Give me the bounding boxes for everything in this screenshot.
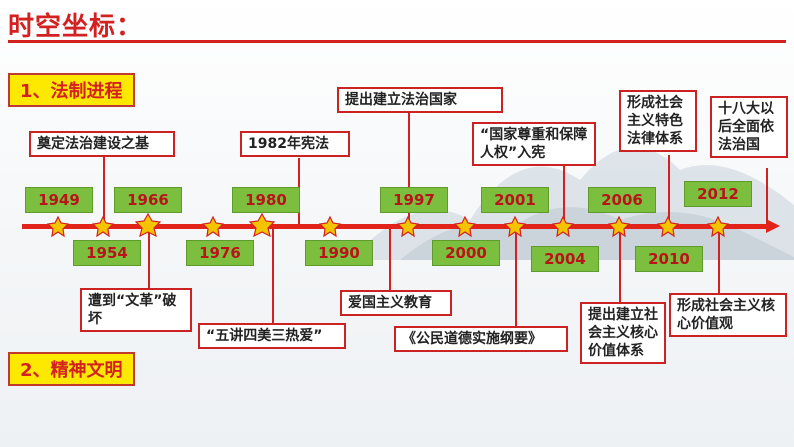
- star-icon: [551, 215, 575, 238]
- timeline-axis: [22, 224, 770, 229]
- star-icon: [706, 215, 730, 238]
- connector-2004: [563, 163, 565, 225]
- connector-2006: [619, 228, 621, 308]
- star-icon: [46, 215, 70, 238]
- event-1980-five-four-three: “五讲四美三热爱”: [198, 323, 346, 349]
- connector-1997: [408, 110, 410, 225]
- event-2004-human-rights: “国家尊重和保障人权”入宪: [472, 122, 596, 166]
- event-1994-patriotic-education: 爱国主义教育: [340, 290, 452, 316]
- event-1997-rule-of-law: 提出建立法治国家: [337, 87, 503, 113]
- star-icon: [396, 215, 420, 238]
- title-underline: [8, 40, 786, 43]
- star-icon: [453, 215, 477, 238]
- event-2012-comprehensive-rule: 十八大以后全面依法治国: [710, 96, 788, 158]
- year-1997: 1997: [380, 187, 448, 213]
- connector-1994: [389, 228, 391, 293]
- year-2000: 2000: [432, 240, 500, 266]
- year-1990: 1990: [305, 240, 373, 266]
- connector-1966: [148, 228, 150, 288]
- event-1949-foundation: 奠定法治建设之基: [29, 131, 175, 157]
- year-1954: 1954: [73, 240, 141, 266]
- section-spiritual-civilization: 2、精神文明: [8, 352, 135, 386]
- page-title: 时空坐标：: [8, 12, 144, 42]
- connector-2001: [515, 228, 517, 328]
- event-2010-legal-system: 形成社会主义特色法律体系: [619, 90, 697, 152]
- connector-2012b: [718, 228, 720, 293]
- star-icon: [134, 212, 162, 238]
- star-icon: [318, 215, 342, 238]
- section-legal-progress: 1、法制进程: [8, 73, 135, 107]
- year-1980: 1980: [232, 187, 300, 213]
- event-1982-constitution: 1982年宪法: [240, 131, 350, 157]
- star-icon: [656, 215, 680, 238]
- year-2006: 2006: [588, 187, 656, 213]
- event-2012-core-values: 形成社会主义核心价值观: [669, 293, 787, 337]
- connector-1949: [103, 155, 105, 225]
- year-2012: 2012: [684, 181, 752, 207]
- star-icon: [248, 212, 276, 238]
- star-icon: [607, 215, 631, 238]
- timeline-arrow-icon: [766, 219, 780, 233]
- connector-2010: [668, 155, 670, 225]
- year-2004: 2004: [531, 246, 599, 272]
- star-icon: [201, 215, 225, 238]
- connector-2012: [766, 168, 768, 223]
- year-1949: 1949: [25, 187, 93, 213]
- event-2001-civic-morality: 《公民道德实施纲要》: [394, 326, 568, 352]
- year-1966: 1966: [114, 187, 182, 213]
- connector-1980: [272, 228, 274, 328]
- star-icon: [91, 215, 115, 238]
- year-1976: 1976: [186, 240, 254, 266]
- event-1966-cultural-revolution: 遭到“文革”破坏: [80, 288, 192, 332]
- year-2010: 2010: [635, 246, 703, 272]
- star-icon: [503, 215, 527, 238]
- year-2001: 2001: [481, 187, 549, 213]
- event-2006-core-value-system: 提出建立社会主义核心价值体系: [580, 302, 666, 364]
